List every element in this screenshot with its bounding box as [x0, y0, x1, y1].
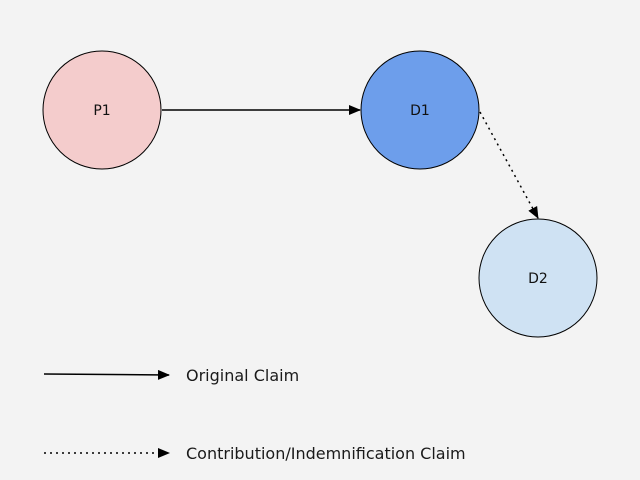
node-d1-label: D1: [410, 103, 430, 119]
node-d2-label: D2: [528, 271, 548, 287]
node-p1-label: P1: [93, 103, 110, 119]
legend-original-claim: Original Claim: [43, 366, 299, 385]
edge-contribution-claim: [479, 111, 539, 219]
legend-contribution-claim-label: Contribution/Indemnification Claim: [186, 444, 466, 463]
node-d1-circle: [360, 50, 480, 170]
node-d2-circle: [478, 218, 598, 338]
node-p1: P1: [42, 50, 162, 170]
node-d1: D1: [360, 50, 480, 170]
legend-solid-arrow: [43, 369, 170, 380]
legend-original-claim-label: Original Claim: [186, 366, 299, 385]
legend-contribution-claim: Contribution/Indemnification Claim: [44, 444, 466, 463]
node-d2: D2: [478, 218, 598, 338]
node-p1-circle: [42, 50, 162, 170]
